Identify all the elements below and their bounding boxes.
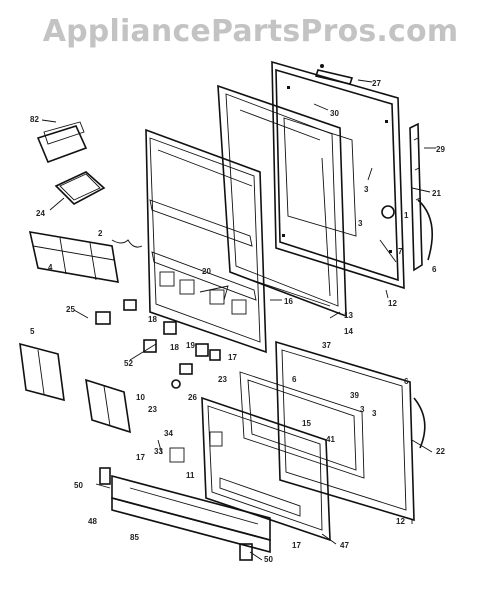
callout-16: 16 [284,297,293,306]
callout-12: 12 [388,299,397,308]
upper-inner-liner [145,128,267,354]
callout-3: 3 [364,185,369,194]
callout-12: 12 [396,517,405,526]
callout-13: 13 [344,311,353,320]
callout-50: 50 [264,555,273,564]
callout-17: 17 [292,541,301,550]
callout-85: 85 [130,533,139,542]
callout-3: 3 [358,219,363,228]
callout-29: 29 [436,145,445,154]
callout-22: 22 [436,447,445,456]
watermark: AppliancePartsPros.com [42,14,459,49]
callout-21: 21 [432,189,441,198]
callout-18: 18 [148,315,157,324]
handle-cap [381,205,395,219]
callout-11: 11 [186,471,195,480]
door-shelf [28,231,119,283]
upper-handle [417,199,434,261]
callout-6: 6 [432,265,437,274]
lower-door-bin [19,342,65,402]
callout-17: 17 [228,353,237,362]
spring-clip [111,239,143,248]
callout-5: 5 [30,327,35,336]
callout-3: 3 [360,405,365,414]
door-side-trim [409,122,423,272]
lower-outer-door [239,340,415,522]
callout-37: 37 [322,341,331,350]
callout-82: 82 [30,115,39,124]
lower-door-bin-2 [85,378,131,434]
lower-handle [413,397,426,449]
callout-27: 27 [372,79,381,88]
callout-48: 48 [88,517,97,526]
callout-18: 18 [170,343,179,352]
callout-25: 25 [66,305,75,314]
shelf-clips [95,299,221,389]
callout-10: 10 [136,393,145,402]
top-hinge [314,64,354,85]
callout-24: 24 [36,209,45,218]
callout-2: 2 [98,229,103,238]
callout-6: 6 [404,377,409,386]
callout-15: 15 [302,419,311,428]
callout-34: 34 [164,429,173,438]
callout-6: 6 [292,375,297,384]
callout-17: 17 [136,453,145,462]
callout-1: 1 [404,211,409,220]
butter-compartment [36,121,88,164]
callout-7: 7 [398,247,403,256]
leader-lines [41,79,436,561]
callout-26: 26 [188,393,197,402]
callout-3: 3 [372,409,377,418]
callout-23: 23 [218,375,227,384]
callout-52: 52 [124,359,133,368]
kick-plate [99,467,271,561]
callout-50: 50 [74,481,83,490]
callout-20: 20 [202,267,211,276]
callout-47: 47 [340,541,349,550]
callout-4: 4 [48,263,53,272]
callout-14: 14 [344,327,353,336]
callout-33: 33 [154,447,163,456]
callout-19: 19 [186,341,195,350]
callout-30: 30 [330,109,339,118]
callout-41: 41 [326,435,335,444]
upper-outer-door [271,60,405,290]
upper-gasket-frame [217,84,347,318]
callout-39: 39 [350,391,359,400]
callout-labels: 27 30 3 3 29 21 1 7 6 12 13 14 16 82 24 … [30,79,445,564]
compartment-cover [54,171,106,205]
callout-23: 23 [148,405,157,414]
